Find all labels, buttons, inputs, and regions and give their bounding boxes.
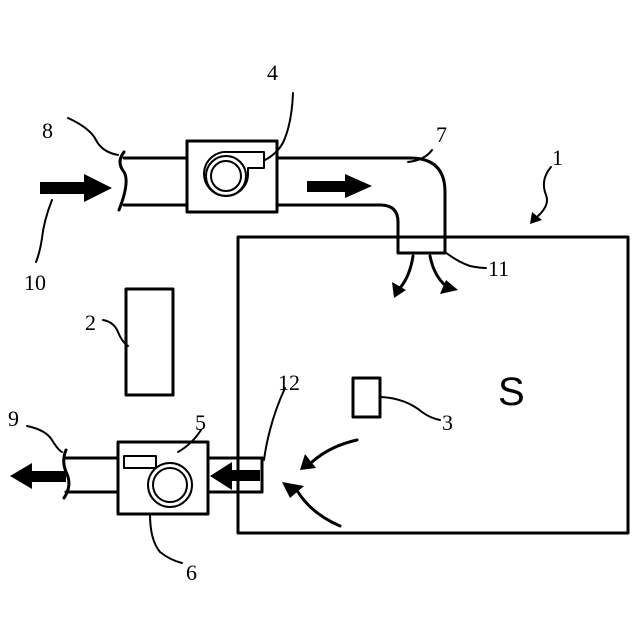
label-12: 12 [278,370,300,395]
sensor-box [353,378,380,417]
label-9: 9 [8,406,19,431]
label-1: 1 [552,145,563,170]
room-return-arrows [282,440,357,526]
label-3: 3 [442,410,453,435]
exhaust-outlet-arrow [10,463,66,489]
supply-inlet-arrow [40,174,112,202]
supply-flow-arrow [307,174,372,198]
label-6: 6 [186,560,197,585]
supply-fan [187,141,277,212]
diffuser [398,237,445,253]
label-4: 4 [267,60,278,85]
diffuser-outflow-arrows [392,256,458,298]
exhaust-flow-arrow [210,462,260,490]
label-8: 8 [42,118,53,143]
label-7: 7 [436,122,447,147]
device-2-box [126,289,173,395]
room-space-label: S [498,370,525,414]
supply-duct [119,152,445,240]
label-2: 2 [85,310,96,335]
label-11: 11 [488,256,509,281]
exhaust-fan [118,442,208,514]
label-10: 10 [24,270,46,295]
label-5: 5 [195,410,206,435]
